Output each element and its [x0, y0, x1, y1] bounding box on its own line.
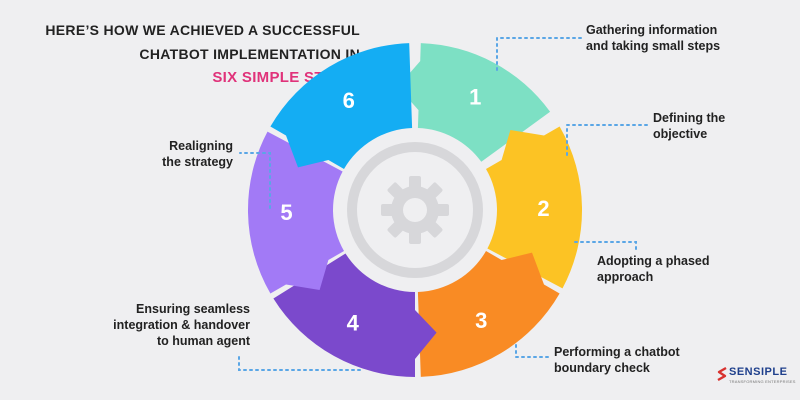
step-3-segment — [417, 251, 560, 377]
label-connectors — [238, 37, 649, 371]
step-1-label: Gathering information and taking small s… — [586, 23, 721, 53]
step-6-label: Realigning the strategy — [162, 139, 233, 169]
step-3-connector — [574, 241, 637, 253]
step-4-label: Performing a chatbot boundary check — [554, 345, 680, 375]
step-2-number: 2 — [537, 196, 549, 221]
step-3-label: Adopting a phased approach — [597, 254, 710, 284]
sensiple-logo-icon — [717, 366, 727, 382]
brand-tagline: TRANSFORMING ENTERPRISES — [729, 379, 796, 384]
center-gear — [347, 142, 483, 278]
step-5-label: Ensuring seamless integration & handover… — [113, 302, 250, 348]
step-segments: 1 2 3 4 5 6 — [247, 43, 583, 377]
step-2-segment — [486, 126, 583, 289]
headline-line-1: HERE’S HOW WE ACHIEVED A SUCCESSFUL — [45, 22, 360, 38]
step-3-number: 3 — [475, 308, 487, 333]
step-5-number: 5 — [280, 200, 292, 225]
step-5-segment — [247, 131, 344, 294]
step-1-number: 1 — [469, 85, 481, 110]
step-6-segment — [270, 43, 413, 169]
step-1-connector — [496, 37, 583, 71]
step-4-number: 4 — [347, 310, 360, 335]
headline-line-2: CHATBOT IMPLEMENTATION IN — [139, 46, 360, 62]
brand-name: SENSIPLE — [729, 366, 788, 378]
gear-icon — [381, 176, 449, 244]
gear-hole — [403, 198, 427, 222]
step-2-label: Defining the objective — [653, 111, 726, 141]
step-6-connector — [239, 152, 271, 209]
step-6-number: 6 — [343, 88, 355, 113]
step-4-connector — [515, 344, 551, 358]
step-5-connector — [238, 356, 361, 371]
step-2-connector — [566, 124, 649, 156]
